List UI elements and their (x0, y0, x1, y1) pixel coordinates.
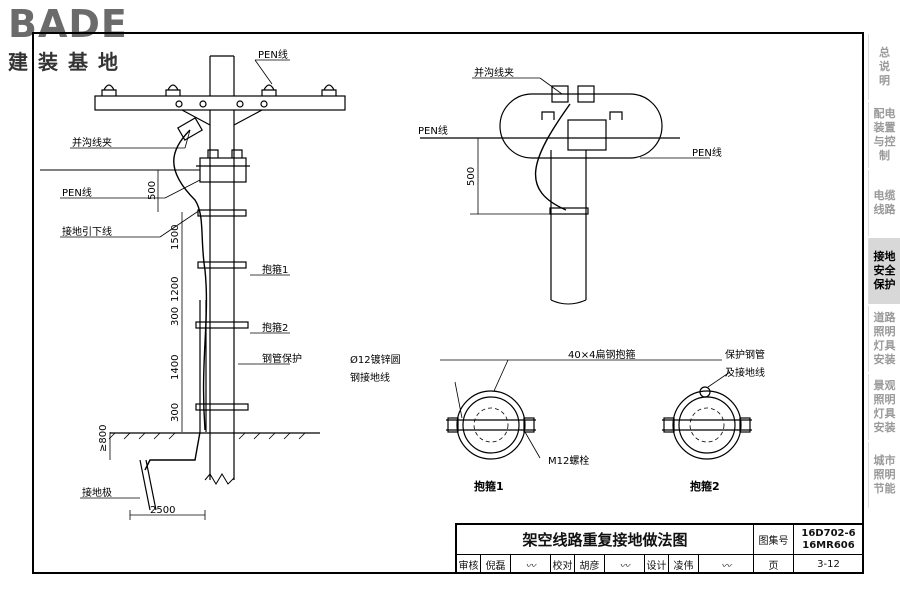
side-nav-item-landscape-lighting[interactable]: 景观 照明 灯具 安装 (868, 374, 900, 440)
left-leaders (60, 59, 290, 499)
lbl-flat: 40×4扁钢抱箍 (568, 348, 635, 361)
side-nav-item-general[interactable]: 总 说 明 (868, 34, 900, 100)
page-label: 页 (754, 555, 794, 574)
lbl-rod: 接地极 (82, 486, 112, 499)
lbl-wire-2: 钢接地线 (350, 371, 390, 384)
side-nav-item-energy-saving[interactable]: 城市 照明 节能 (868, 442, 900, 508)
drawing-frame (32, 32, 864, 574)
lbl-prot-2: 及接地线 (725, 366, 765, 379)
page-number: 3-12 (794, 555, 864, 574)
lbl-ground-down: 接地引下线 (62, 225, 112, 238)
review-label: 审核 (457, 555, 481, 574)
design-label: 设计 (645, 555, 669, 574)
dim-500-right: 500 (466, 167, 477, 186)
side-nav-item-distribution[interactable]: 配电 装置 与控 制 (868, 102, 900, 168)
atlas-number-2: 16MR606 (802, 539, 855, 551)
drawing-title: 架空线路重复接地做法图 (457, 525, 754, 555)
dim-1200: 1200 (170, 277, 181, 302)
checker-name: 胡彦 (575, 555, 605, 574)
lbl-hoop1: 抱箍1 (262, 263, 288, 276)
left-dimensions (109, 170, 206, 520)
atlas-label: 图集号 (754, 525, 794, 555)
designer-name: 凌伟 (669, 555, 699, 574)
side-nav: 总 说 明 配电 装置 与控 制 电缆 线路 接地 安全 保护 道路 照明 灯具… (868, 34, 900, 510)
lbl-pen-right-right: PEN线 (692, 146, 722, 159)
lbl-prot-1: 保护钢管 (725, 348, 765, 361)
side-nav-item-cable[interactable]: 电缆 线路 (868, 170, 900, 236)
drawing-canvas: PEN线 并沟线夹 PEN线 接地引下线 抱箍1 抱箍2 钢管保护 接地极 50… (40, 48, 765, 520)
hoop1-section (446, 359, 541, 460)
reviewer-signature: 〰 (511, 555, 551, 574)
dim-800: ≥800 (98, 425, 109, 452)
checker-signature: 〰 (605, 555, 645, 574)
cap-hoop2: 抱箍2 (690, 479, 720, 493)
left-pole-figure (40, 55, 346, 520)
side-nav-item-road-lighting[interactable]: 道路 照明 灯具 安装 (868, 306, 900, 372)
lbl-bolt: M12螺栓 (548, 454, 589, 467)
insulators-left (101, 84, 337, 96)
right-pole-figure (420, 77, 710, 305)
dim-300a: 300 (170, 307, 181, 326)
watermark: BADE 建装基地 (6, 2, 156, 74)
lbl-pipe: 钢管保护 (262, 352, 302, 365)
dim-1400: 1400 (170, 355, 181, 380)
watermark-cn: 建装基地 (8, 50, 128, 74)
lbl-pen-top: PEN线 (258, 48, 288, 61)
dim-2500: 2500 (150, 505, 175, 516)
watermark-brand: BADE (8, 2, 128, 46)
lbl-clamp-left: 并沟线夹 (72, 136, 112, 149)
designer-signature: 〰 (699, 555, 754, 574)
lbl-hoop2: 抱箍2 (262, 321, 288, 334)
reviewer-name: 倪磊 (481, 555, 511, 574)
lbl-pen-right-left: PEN线 (418, 124, 448, 137)
cap-hoop1: 抱箍1 (474, 479, 504, 493)
title-block: 架空线路重复接地做法图 图集号 16D702-6 16MR606 审核 倪磊 〰… (455, 523, 864, 574)
dim-500-left: 500 (147, 181, 158, 200)
check-label: 校对 (551, 555, 575, 574)
dim-1500: 1500 (170, 225, 181, 250)
atlas-number: 16D702-6 16MR606 (794, 525, 864, 555)
dim-300b: 300 (170, 403, 181, 422)
atlas-number-1: 16D702-6 (801, 527, 856, 539)
lbl-wire-1: Ø12镀锌圆 (350, 353, 401, 366)
lbl-clamp-right: 并沟线夹 (474, 66, 514, 79)
hoop2-section (662, 371, 752, 460)
side-nav-item-grounding[interactable]: 接地 安全 保护 (868, 238, 900, 304)
lbl-pen-left: PEN线 (62, 186, 92, 199)
